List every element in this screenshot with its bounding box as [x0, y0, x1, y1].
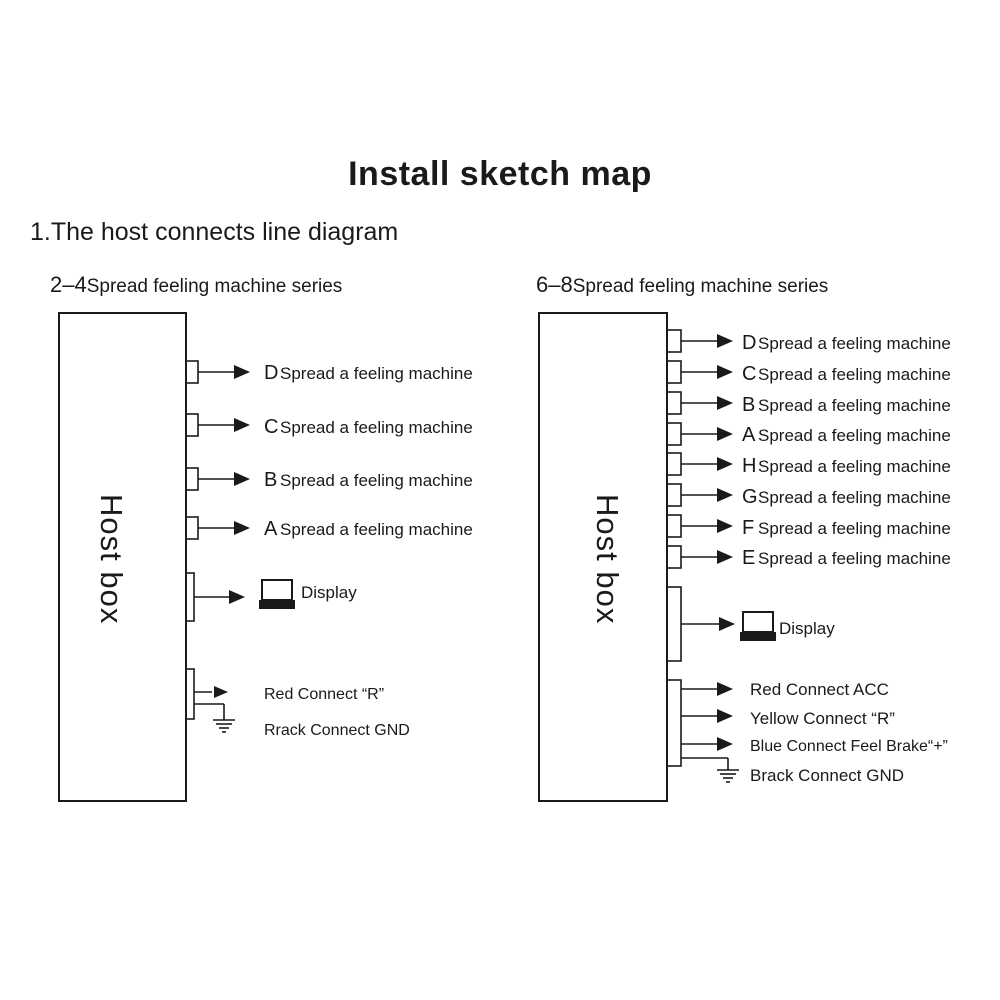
- machine-letter: A: [264, 518, 278, 540]
- machine-text: Spread a feeling machine: [758, 457, 951, 476]
- machine-text: Spread a feeling machine: [758, 426, 951, 445]
- left-host-box: [58, 312, 187, 802]
- arrow-right-icon: [719, 617, 735, 631]
- machine-text: Spread a feeling machine: [758, 549, 951, 568]
- machine-text: Spread a feeling machine: [758, 488, 951, 507]
- left-series-text: Spread feeling machine series: [86, 276, 343, 297]
- display-monitor-icon: [740, 611, 776, 641]
- left-port-1: [185, 413, 199, 437]
- right-wire-blue: Blue Connect Feel Brake“+”: [750, 738, 948, 755]
- left-wire-ground: Rrack Connect GND: [264, 722, 410, 739]
- arrow-right-icon: [717, 519, 733, 533]
- right-host-box-label: Host box: [590, 494, 625, 625]
- machine-text: Spread a feeling machine: [280, 364, 473, 383]
- right-port-6: [666, 514, 682, 538]
- left-display-label: Display: [301, 583, 357, 602]
- page-title: Install sketch map: [348, 155, 652, 193]
- machine-text: Spread a feeling machine: [758, 519, 951, 538]
- right-display-port: [666, 586, 682, 662]
- display-monitor-icon: [259, 579, 295, 609]
- arrow-right-icon: [214, 686, 228, 698]
- machine-text: Spread a feeling machine: [280, 520, 473, 539]
- left-series-prefix: 2–4: [50, 272, 87, 297]
- left-wire-red: Red Connect “R”: [264, 686, 385, 703]
- machine-letter: C: [742, 363, 757, 385]
- right-wire-ground: Brack Connect GND: [750, 766, 904, 785]
- left-port-2: [185, 467, 199, 491]
- machine-letter: H: [742, 455, 757, 477]
- left-display-port: [185, 572, 195, 622]
- machine-letter: D: [742, 332, 757, 354]
- right-wire-red: Red Connect ACC: [750, 680, 889, 699]
- arrow-right-icon: [717, 396, 733, 410]
- right-port-4: [666, 452, 682, 476]
- right-display-label: Display: [779, 619, 835, 638]
- arrow-right-icon: [234, 472, 250, 486]
- arrow-right-icon: [717, 709, 733, 723]
- right-machine-g: GSpread a feeling machine: [742, 487, 951, 507]
- arrow-right-icon: [717, 737, 733, 751]
- arrow-right-icon: [717, 457, 733, 471]
- machine-text: Spread a feeling machine: [758, 334, 951, 353]
- arrow-right-icon: [717, 550, 733, 564]
- arrow-right-icon: [717, 334, 733, 348]
- machine-text: Spread a feeling machine: [758, 396, 951, 415]
- machine-letter: F: [742, 517, 755, 539]
- right-series-heading: 6–8Spread feeling machine series: [536, 272, 829, 297]
- left-port-0: [185, 360, 199, 384]
- right-port-0: [666, 329, 682, 353]
- ground-symbol-icon: [213, 712, 235, 733]
- arrow-right-icon: [229, 590, 245, 604]
- left-host-box-label: Host box: [94, 494, 129, 625]
- right-wire-port: [666, 679, 682, 767]
- right-port-7: [666, 545, 682, 569]
- right-port-3: [666, 422, 682, 446]
- ground-symbol-icon: [717, 762, 739, 783]
- right-machine-c: CSpread a feeling machine: [742, 364, 951, 384]
- arrow-right-icon: [717, 488, 733, 502]
- right-machine-h: HSpread a feeling machine: [742, 456, 951, 476]
- machine-letter: G: [742, 486, 758, 508]
- left-machine-c: CSpread a feeling machine: [264, 417, 473, 437]
- arrow-right-icon: [717, 682, 733, 696]
- left-series-heading: 2–4Spread feeling machine series: [50, 272, 343, 297]
- left-wire-port: [185, 668, 195, 720]
- machine-letter: B: [264, 469, 278, 491]
- machine-letter: C: [264, 416, 279, 438]
- machine-text: Spread a feeling machine: [280, 471, 473, 490]
- arrow-right-icon: [234, 521, 250, 535]
- left-port-3: [185, 516, 199, 540]
- right-port-2: [666, 391, 682, 415]
- machine-text: Spread a feeling machine: [758, 365, 951, 384]
- machine-letter: A: [742, 424, 756, 446]
- arrow-right-icon: [234, 365, 250, 379]
- arrow-right-icon: [234, 418, 250, 432]
- left-machine-d: DSpread a feeling machine: [264, 363, 473, 383]
- right-wire-yellow: Yellow Connect “R”: [750, 709, 895, 728]
- right-machine-d: DSpread a feeling machine: [742, 333, 951, 353]
- machine-letter: E: [742, 547, 756, 569]
- arrow-right-icon: [717, 365, 733, 379]
- machine-letter: B: [742, 394, 756, 416]
- machine-text: Spread a feeling machine: [280, 418, 473, 437]
- right-port-1: [666, 360, 682, 384]
- section-subtitle: 1.The host connects line diagram: [30, 218, 399, 246]
- right-series-text: Spread feeling machine series: [572, 276, 829, 297]
- right-port-5: [666, 483, 682, 507]
- right-series-prefix: 6–8: [536, 272, 573, 297]
- arrow-right-icon: [717, 427, 733, 441]
- machine-letter: D: [264, 362, 279, 384]
